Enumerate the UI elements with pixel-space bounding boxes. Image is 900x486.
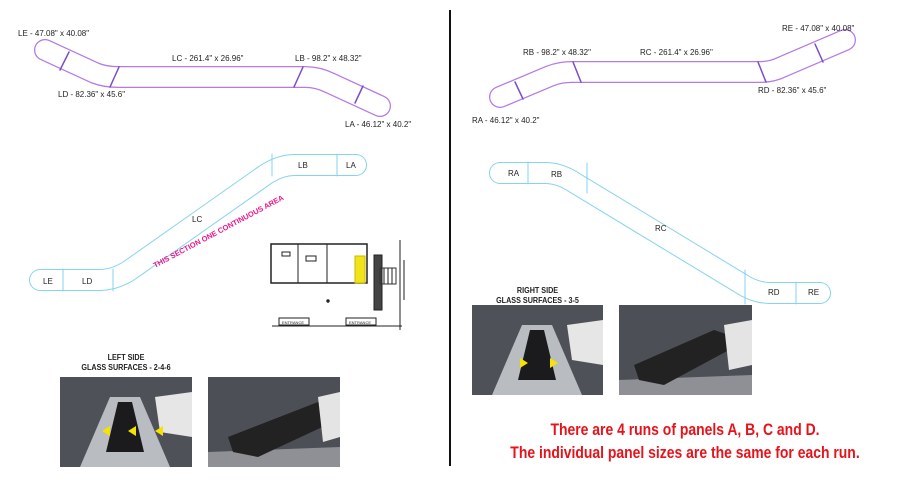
dim-la: LA - 46.12" x 40.2" [345, 120, 411, 129]
dim-rc: RC - 261.4" x 26.96" [640, 48, 713, 57]
entrance-label-1: ENTRANCE [282, 320, 304, 325]
arrow-marker-icon [128, 426, 136, 436]
panel-divider [109, 66, 120, 88]
dim-rd: RD - 82.36" x 45.6" [758, 86, 827, 95]
dim-ld: LD - 82.36" x 45.6" [58, 90, 125, 99]
plan-ra: RA [508, 169, 520, 178]
plan-lc: LC [192, 215, 202, 224]
arrow-marker-icon [155, 426, 163, 436]
right-side-caption: RIGHT SIDE GLASS SURFACES - 3-5 [479, 286, 597, 306]
left-run-outline [34, 39, 391, 117]
dim-le: LE - 47.08" x 40.08" [18, 29, 89, 38]
left-escalator-photo-front [60, 377, 192, 467]
panel-divider [814, 43, 824, 63]
plan-rd: RD [768, 288, 780, 297]
dim-lb: LB - 98.2" x 48.32" [295, 54, 362, 63]
summary-line-2: The individual panel sizes are the same … [510, 443, 860, 462]
plan-rb: RB [551, 170, 562, 179]
dim-lc: LC - 261.4" x 26.96" [172, 54, 244, 63]
plan-rc: RC [655, 224, 667, 233]
left-escalator-plan [29, 153, 367, 292]
arrow-marker-icon [520, 358, 528, 368]
caption-line: RIGHT SIDE [516, 286, 559, 295]
panel-divider [572, 61, 582, 83]
panel-divider [354, 85, 364, 104]
right-escalator-plan [489, 161, 831, 305]
arrow-marker-icon [102, 426, 110, 436]
plan-re: RE [808, 288, 819, 297]
right-run-outline [489, 29, 856, 108]
plan-lb: LB [298, 161, 308, 170]
right-escalator-photo-front [472, 305, 603, 395]
plan-ld: LD [82, 277, 92, 286]
panel-divider [757, 61, 767, 83]
caption-line: GLASS SURFACES - 2-4-6 [81, 363, 171, 372]
arrow-marker-icon [550, 358, 558, 368]
floor-plan [270, 240, 405, 330]
dim-rb: RB - 98.2" x 48.32" [523, 48, 591, 57]
panel-divider [293, 66, 304, 88]
plan-le: LE [43, 277, 53, 286]
panel-divider [514, 81, 524, 100]
right-escalator-photo-side [619, 305, 752, 395]
plan-la: LA [346, 161, 356, 170]
dim-ra: RA - 46.12" x 40.2" [472, 116, 540, 125]
left-side-caption: LEFT SIDE GLASS SURFACES - 2-4-6 [67, 353, 186, 373]
caption-line: LEFT SIDE [107, 353, 145, 362]
left-escalator-photo-side [208, 377, 340, 467]
dim-re: RE - 47.08" x 40.08" [782, 24, 855, 33]
summary-line-1: There are 4 runs of panels A, B, C and D… [550, 420, 820, 439]
panel-divider [59, 51, 70, 71]
entrance-label-2: ENTRANCE [349, 320, 371, 325]
caption-line: GLASS SURFACES - 3-5 [496, 296, 579, 305]
